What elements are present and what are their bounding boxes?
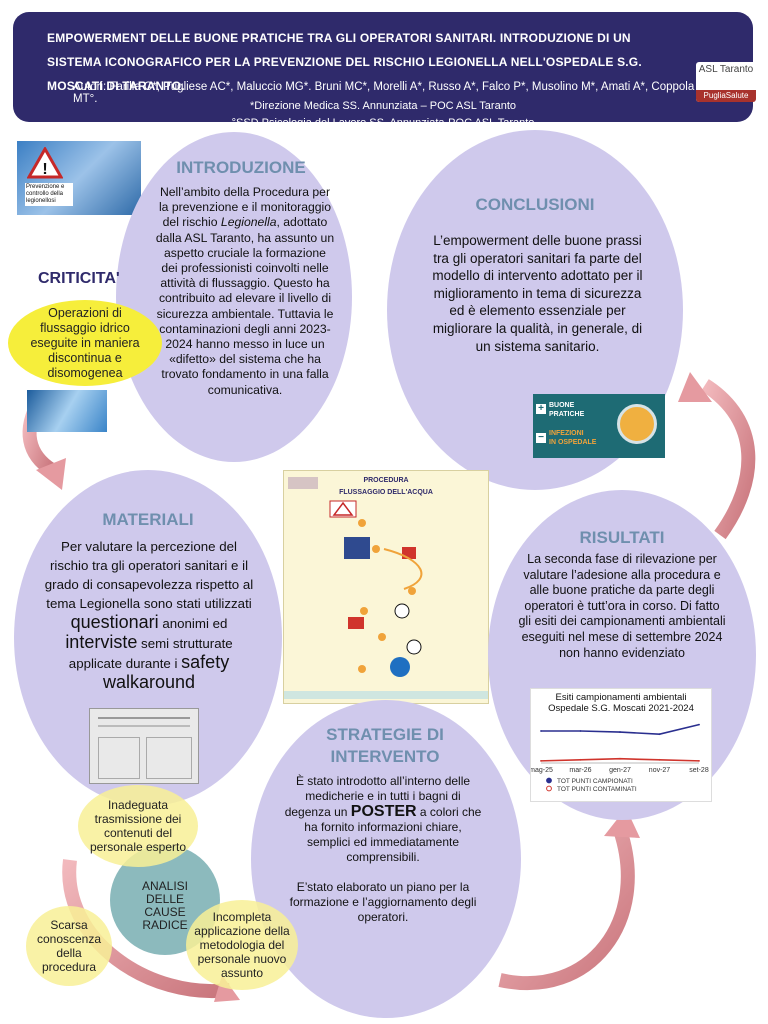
materiali-text-3: semi strutturate applicate durante i	[68, 636, 233, 671]
chart-title-line-2: Ospedale S.G. Moscati 2021-2024	[548, 703, 694, 714]
chart-tick-label: gen-27	[609, 767, 631, 774]
chart-point	[658, 733, 661, 736]
materiali-text-1: Per valutare la percezione del rischio t…	[44, 539, 254, 611]
header-banner: EMPOWERMENT DELLE BUONE PRATICHE TRA GLI…	[13, 12, 756, 129]
chart-tick-label: mag-25	[531, 767, 553, 774]
materiali-big-2: interviste	[65, 632, 138, 652]
chart-legend-label: TOT PUNTI CONTAMINATI	[557, 786, 637, 793]
chart-tick-label: mar-26	[569, 767, 591, 774]
materiali-title: MATERIALI	[102, 510, 194, 529]
image-caption: Prevenzione e controllo della legionello…	[25, 183, 73, 206]
introduzione-text-italic: Legionella	[220, 215, 277, 230]
chart-point	[619, 731, 621, 733]
logo-text-bottom: PugliaSalute	[696, 90, 756, 102]
root-cause-1: Inadeguata trasmissione dei contenuti de…	[78, 785, 198, 867]
authors: Autori: Farilla C*, Pugliese AC*, Malucc…	[73, 81, 695, 105]
conclusioni-text: L’empowerment delle buone prassi tra gli…	[432, 233, 643, 354]
chart-point	[579, 730, 582, 732]
introduzione-text-1: Nell’ambito della Procedura per la preve…	[158, 185, 332, 230]
materiali-big-1: questionari	[70, 612, 159, 632]
banner-line-3: INFEZIONI	[549, 430, 584, 437]
arrow-bottom-right-head	[604, 808, 640, 838]
chart-legend-label: TOT PUNTI CAMPIONATI	[557, 778, 633, 785]
chart-point	[579, 758, 582, 761]
water-tap-image	[27, 390, 107, 432]
introduzione-title: INTRODUZIONE	[176, 158, 306, 177]
materiali-text-2: anonimi ed	[162, 616, 228, 631]
materiali-text: Per valutare la percezione del rischio t…	[44, 537, 254, 693]
criticita-title: CRITICITA'	[38, 270, 120, 287]
buone-pratiche-banner: + BUONE PRATICHE − INFEZIONI IN OSPEDALE	[533, 394, 665, 458]
introduzione-text: Nell’ambito della Procedura per la preve…	[155, 185, 335, 398]
materiali-big-3: safety walkaround	[102, 652, 230, 692]
chart-tick-label: set-28	[689, 767, 709, 774]
affiliation-1: *Direzione Medica SS. Annunziata – POC A…	[250, 100, 516, 112]
banner-line-1: BUONE	[549, 402, 575, 409]
strategie-text-2: a colori che ha fornito informazioni chi…	[304, 805, 482, 864]
chart-point	[658, 758, 661, 761]
warning-icon: !	[27, 147, 63, 179]
chart-point	[540, 759, 542, 762]
arrow-right-head	[678, 372, 712, 402]
legionella-image: ! Prevenzione e controllo della legionel…	[17, 141, 141, 215]
questionnaire-image	[89, 708, 199, 784]
root-cause-label: ANALISI DELLE CAUSE RADICE	[141, 879, 189, 932]
strategie-text-3: E’stato elaborato un piano per la formaz…	[289, 880, 477, 924]
chart-point	[698, 759, 700, 762]
banner-plus-icon: +	[536, 404, 546, 414]
introduzione-ellipse	[116, 132, 352, 462]
chart-point	[698, 723, 700, 726]
poster-logo	[288, 477, 318, 489]
strategie-poster: POSTER	[350, 803, 417, 820]
poster-title: PROCEDURA	[363, 477, 409, 484]
chart-point	[540, 730, 542, 732]
root-cause-2: Scarsa conoscenza della procedura	[26, 906, 112, 986]
criticita-bubble: Operazioni di flussaggio idrico eseguite…	[8, 300, 162, 386]
procedura-poster: PROCEDURA FLUSSAGGIO DELL'ACQUA	[283, 470, 489, 704]
svg-text:!: !	[42, 161, 47, 178]
affiliation-2: °SSD Psicologia del Lavoro SS. Annunziat…	[231, 117, 535, 129]
poster-steps	[284, 500, 488, 699]
chart-point	[619, 757, 621, 760]
chart-title-line-1: Esiti campionamenti ambientali	[556, 692, 687, 703]
conclusioni-title: CONCLUSIONI	[475, 195, 595, 214]
poster-title: EMPOWERMENT DELLE BUONE PRATICHE TRA GLI…	[47, 31, 642, 93]
asl-logo: ASL Taranto PugliaSalute	[696, 62, 756, 102]
arrow-right	[701, 379, 756, 540]
bacteria-icon	[617, 404, 657, 444]
chart-legend-marker	[546, 785, 552, 792]
strategie-ellipse	[251, 700, 521, 1018]
poster-subtitle: FLUSSAGGIO DELL'ACQUA	[339, 489, 433, 496]
introduzione-text-2: , adottato dalla ASL Taranto, ha assunto…	[155, 215, 335, 397]
banner-line-2: PRATICHE	[549, 411, 585, 418]
logo-text-top: ASL Taranto	[698, 64, 754, 75]
strategie-title: STRATEGIE DI INTERVENTO	[326, 725, 444, 766]
chart-tick-label: nov-27	[649, 767, 671, 774]
risultati-title: RISULTATI	[579, 528, 665, 547]
risultati-text: La seconda fase di rilevazione per valut…	[518, 552, 726, 660]
strategie-text-1: È stato introdotto all’interno delle med…	[284, 774, 471, 819]
banner-line-4: IN OSPEDALE	[549, 439, 597, 446]
arrow-left-head	[36, 458, 66, 490]
banner-minus-icon: −	[536, 433, 546, 443]
arrow-bottom-right	[498, 827, 635, 991]
arrow-ring	[62, 859, 231, 999]
root-cause-3: Incompleta applicazione della metodologi…	[186, 900, 298, 990]
strategie-text: È stato introdotto all’interno delle med…	[283, 774, 483, 925]
chart-legend-marker	[546, 777, 552, 784]
